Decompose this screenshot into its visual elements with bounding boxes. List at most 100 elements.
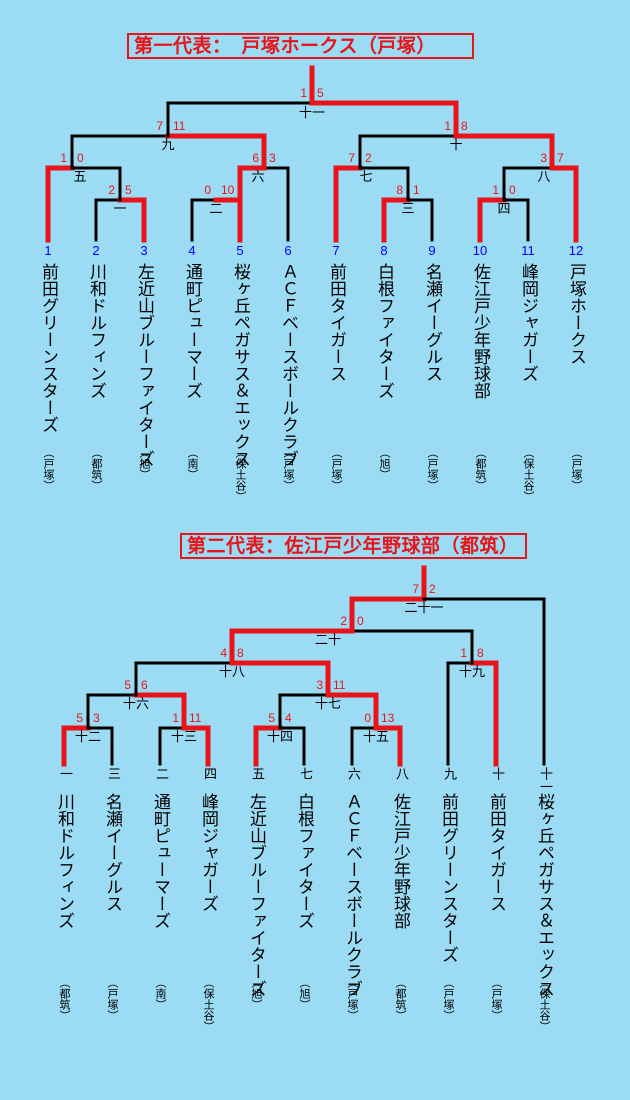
match-label: 十三 [170, 730, 198, 745]
match-label: 十二 [74, 730, 102, 745]
slot-label: 八 [393, 767, 408, 780]
score-right: 7 [557, 151, 564, 165]
section1-title: 第一代表： 戸塚ホークス（戸塚） [127, 33, 474, 59]
slot-label: 十 [489, 767, 504, 780]
score-left: 6 [252, 151, 259, 165]
match-label: 十五 [362, 730, 390, 745]
score-left: 1 [172, 711, 179, 725]
score-right: 1 [413, 183, 420, 197]
team-location: （戸塚） [106, 977, 119, 1021]
score-right: 10 [221, 183, 235, 197]
slot-label: 一 [57, 767, 72, 780]
match-label: 八 [537, 170, 551, 185]
slot-label: 二 [153, 767, 168, 780]
score-left: 2 [340, 614, 347, 628]
score-left: 1 [444, 119, 451, 133]
score-right: 6 [141, 678, 148, 692]
match-label: 十七 [314, 697, 342, 712]
match-label: 二 [209, 202, 223, 217]
slot-label: 三 [105, 767, 120, 780]
team-name: 前田タイガース [326, 263, 346, 382]
score-left: 1 [492, 183, 499, 197]
score-left: 3 [316, 678, 323, 692]
score-left: 1 [300, 86, 307, 100]
score-right: 3 [93, 711, 100, 725]
team-name: 桜ヶ丘ペガサス＆エックス [534, 793, 554, 997]
score-left: 1 [60, 151, 67, 165]
team-name: 前田グリーンスターズ [438, 793, 458, 963]
team-location: （旭） [138, 447, 151, 480]
team-number: 9 [428, 243, 436, 258]
team-name: 白根ファイターズ [374, 263, 394, 399]
team-name: 桜ヶ丘ペガサス＆エックス [230, 263, 250, 467]
team-location: （旭） [250, 977, 263, 1010]
score-right: 11 [189, 711, 202, 725]
score-right: 0 [509, 183, 516, 197]
score-left: 1 [460, 646, 467, 660]
match-label: 四 [497, 202, 511, 217]
team-location: （保土谷） [522, 447, 535, 502]
team-location: （南） [186, 447, 199, 480]
team-name: 左近山ブルーファイターズ [134, 263, 154, 467]
team-number: 7 [332, 243, 340, 258]
match-label: 一 [113, 202, 127, 217]
score-right: 0 [77, 151, 84, 165]
score-right: 13 [381, 711, 395, 725]
team-location: （都筑） [474, 447, 487, 491]
score-left: 0 [364, 711, 371, 725]
team-location: （南） [154, 977, 167, 1010]
score-left: 7 [156, 119, 163, 133]
slot-label: 十一 [537, 767, 552, 793]
team-name: 白根ファイターズ [294, 793, 314, 929]
match-label: 九 [161, 138, 175, 153]
team-location: （保土谷） [202, 977, 215, 1032]
team-location: （都筑） [90, 447, 103, 491]
score-right: 11 [333, 678, 346, 692]
team-location: （戸塚） [282, 447, 295, 491]
score-left: 8 [396, 183, 403, 197]
team-number: 2 [92, 243, 100, 258]
score-right: 2 [365, 151, 372, 165]
score-left: 5 [76, 711, 83, 725]
match-label: 十 [449, 138, 463, 153]
match-label: 六 [251, 170, 265, 185]
score-left: 4 [220, 646, 227, 660]
team-name: ＡＣＦベースボールクラブ [342, 793, 362, 997]
score-right: 8 [477, 646, 484, 660]
match-label: 十六 [122, 697, 150, 712]
team-name: 通町ピューマーズ [150, 793, 170, 929]
team-number: 1 [44, 243, 52, 258]
team-name: 峰岡ジャガーズ [198, 793, 218, 912]
slot-label: 六 [345, 767, 360, 780]
slot-label: 五 [249, 767, 264, 780]
score-right: 5 [125, 183, 132, 197]
score-right: 0 [357, 614, 364, 628]
team-location: （戸塚） [426, 447, 439, 491]
team-name: 戸塚ホークス [566, 263, 586, 365]
slot-label: 九 [441, 767, 456, 780]
team-number: 11 [521, 243, 535, 258]
team-name: 川和ドルフィンズ [54, 793, 74, 929]
team-name: 前田タイガース [486, 793, 506, 912]
team-name: 峰岡ジャガーズ [518, 263, 538, 382]
team-name: 左近山ブルーファイターズ [246, 793, 266, 997]
team-name: ＡＣＦベースボールクラブ [278, 263, 298, 467]
team-number: 12 [568, 243, 584, 258]
score-right: 8 [237, 646, 244, 660]
team-location: （戸塚） [490, 977, 503, 1021]
team-name: 佐江戸少年野球部 [470, 263, 490, 399]
team-location: （保土谷） [538, 977, 551, 1032]
team-name: 名瀬イーグルス [102, 793, 122, 912]
match-label: 五 [73, 170, 87, 185]
team-number: 4 [188, 243, 196, 258]
match-label: 十八 [218, 665, 246, 680]
score-right: 8 [461, 119, 468, 133]
team-number: 3 [140, 243, 148, 258]
score-left: 7 [348, 151, 355, 165]
match-label: 七 [359, 170, 373, 185]
slot-label: 四 [201, 767, 216, 780]
section2-title: 第二代表：佐江戸少年野球部（都筑） [180, 533, 527, 559]
team-number: 10 [472, 243, 488, 258]
